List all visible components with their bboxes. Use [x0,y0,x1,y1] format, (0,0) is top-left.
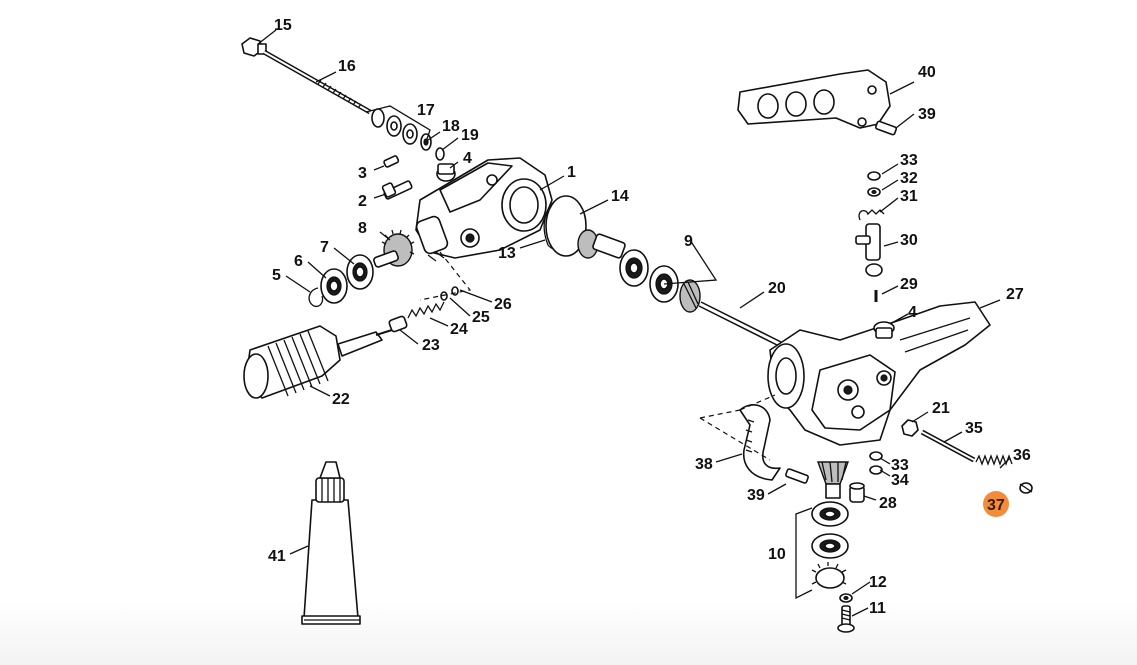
label-3: 3 [358,165,367,182]
label-2: 2 [358,193,367,210]
part-circlip-5 [308,287,324,308]
label-19: 19 [461,127,479,144]
label-24: 24 [450,321,468,338]
label-8: 8 [358,220,367,237]
label-23: 23 [422,337,440,354]
part-nut-21 [901,419,919,437]
part-bearing-6 [320,268,348,304]
label-40: 40 [918,64,936,81]
part-screw-3 [383,155,400,168]
label-20: 20 [768,280,786,297]
label-5: 5 [272,267,281,284]
part-screw-39-top [874,120,898,136]
part-plug-37 [1019,482,1033,494]
part-washer-12 [839,593,853,603]
label-26: 26 [494,296,512,313]
label-6: 6 [294,253,303,270]
label-34: 34 [891,472,909,489]
label-15: 15 [274,17,292,34]
label-18: 18 [442,118,460,135]
part-spring-24 [407,301,445,319]
part-handle-22 [243,325,393,399]
part-pinion-8 [373,229,415,268]
label-12: 12 [869,574,887,591]
label-21: 21 [932,400,950,417]
part-bushing-23 [388,315,408,333]
label-28: 28 [879,495,897,512]
part-circlip-33-top [867,171,881,181]
label-37-highlighted: 37 [987,497,1005,514]
part-bearings-9 [619,249,679,303]
label-1: 1 [567,164,576,181]
part-plug-4-left [436,163,456,182]
page-bottom-shade [0,600,1137,665]
part-oring-19 [435,147,445,161]
part-bevel-gear [679,279,701,313]
part-plug-4-right [873,321,895,339]
part-gear-housing-1 [415,157,553,262]
label-39-top: 39 [918,106,936,123]
part-lever-40 [737,69,891,129]
label-32: 32 [900,170,918,187]
part-sleeve-28 [849,482,865,503]
leader-lines [257,29,1011,617]
part-bushing-29 [865,263,883,302]
part-spring-31 [858,209,885,221]
label-11: 11 [869,600,886,617]
label-4-left: 4 [463,150,472,167]
label-22: 22 [332,391,350,408]
part-washer-25 [440,291,448,301]
label-33-top: 33 [900,152,918,169]
label-9: 9 [684,233,693,250]
label-7: 7 [320,239,329,256]
part-bevel-pinion [817,461,849,499]
label-38: 38 [695,456,713,473]
part-nut-15 [241,37,267,57]
label-33-bottom: 33 [891,457,909,474]
part-cover-38 [739,404,781,481]
part-bearing-7 [346,254,374,290]
label-29: 29 [900,276,918,293]
part-screw-39-bottom [785,468,809,484]
label-27: 27 [1006,286,1024,303]
part-gear-housing-27 [767,301,991,446]
part-shaft-20 [698,301,782,347]
part-bearings-10 [811,501,849,559]
part-bolt-35 [920,429,976,463]
label-16: 16 [338,58,356,75]
label-10: 10 [768,546,786,563]
part-grease-tube-41 [301,461,361,625]
label-25: 25 [472,309,490,326]
part-washers-17 [371,108,418,145]
part-lever-30 [855,223,881,261]
label-41: 41 [268,548,286,565]
part-sprocket [811,562,847,589]
label-35: 35 [965,420,983,437]
label-30: 30 [900,232,918,249]
label-14: 14 [611,188,629,205]
label-36: 36 [1013,447,1031,464]
highlight-marker [983,491,1009,517]
part-shaft-9a [577,229,626,259]
part-washer-32 [867,187,881,197]
label-17: 17 [417,102,435,119]
part-spring-36 [975,454,1013,466]
label-31: 31 [900,188,918,205]
label-13: 13 [498,245,516,262]
part-screw-2 [381,180,413,200]
label-4-right: 4 [908,304,917,321]
part-screw-11 [837,605,855,633]
part-washers-33-34 [869,451,883,475]
part-ring-14 [545,195,587,257]
label-39-bottom: 39 [747,487,765,504]
